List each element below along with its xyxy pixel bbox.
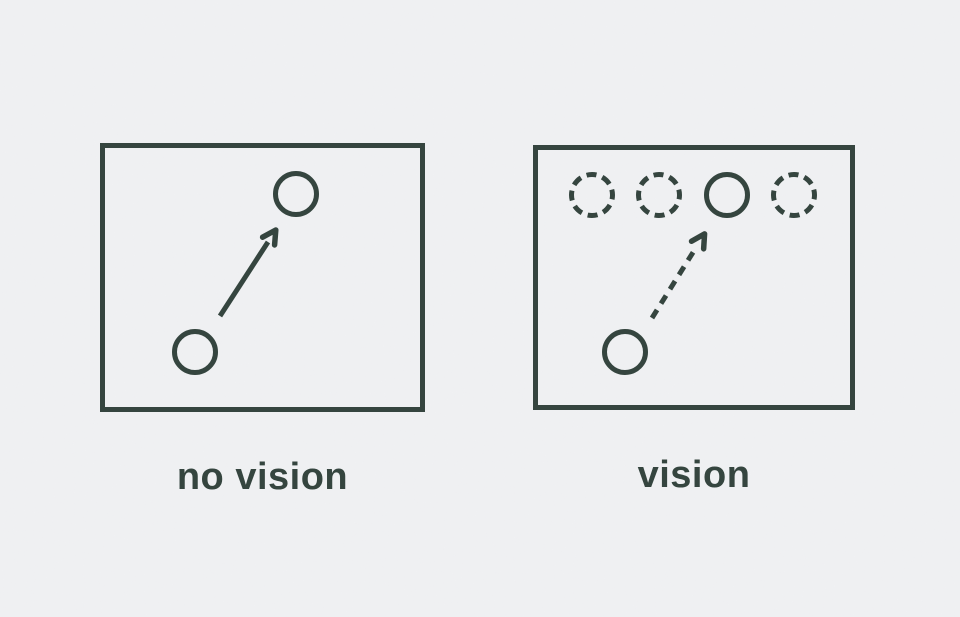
panel-box-vision bbox=[533, 145, 855, 410]
target-circle bbox=[704, 172, 750, 218]
candidate-circle bbox=[569, 172, 615, 218]
move-arrow bbox=[217, 227, 279, 318]
panel-label-vision: vision bbox=[637, 454, 751, 496]
panel-label-no-vision: no vision bbox=[176, 456, 349, 498]
start-circle bbox=[172, 329, 218, 375]
candidate-circle bbox=[636, 172, 682, 218]
target-circle bbox=[273, 171, 319, 217]
panel-box-no-vision bbox=[100, 143, 425, 412]
candidate-circle bbox=[771, 172, 817, 218]
start-circle bbox=[602, 329, 648, 375]
planned-move-arrow bbox=[649, 231, 708, 320]
